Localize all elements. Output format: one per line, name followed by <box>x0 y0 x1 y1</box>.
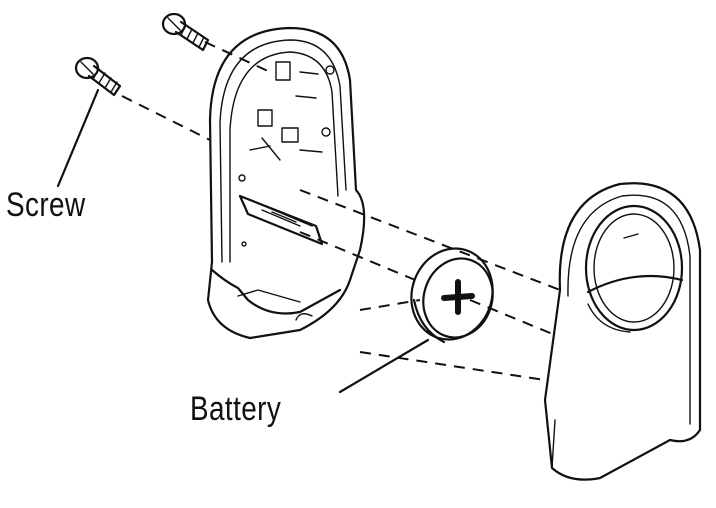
screw-leader-line <box>56 88 100 188</box>
battery-leader-line <box>338 338 430 394</box>
battery-label: Battery <box>190 390 282 428</box>
coin-battery <box>410 247 494 344</box>
screw-label: Screw <box>6 186 86 224</box>
left-screw <box>74 56 122 97</box>
upper-screw <box>161 12 210 52</box>
front-cover <box>543 182 702 481</box>
back-housing <box>206 26 366 340</box>
